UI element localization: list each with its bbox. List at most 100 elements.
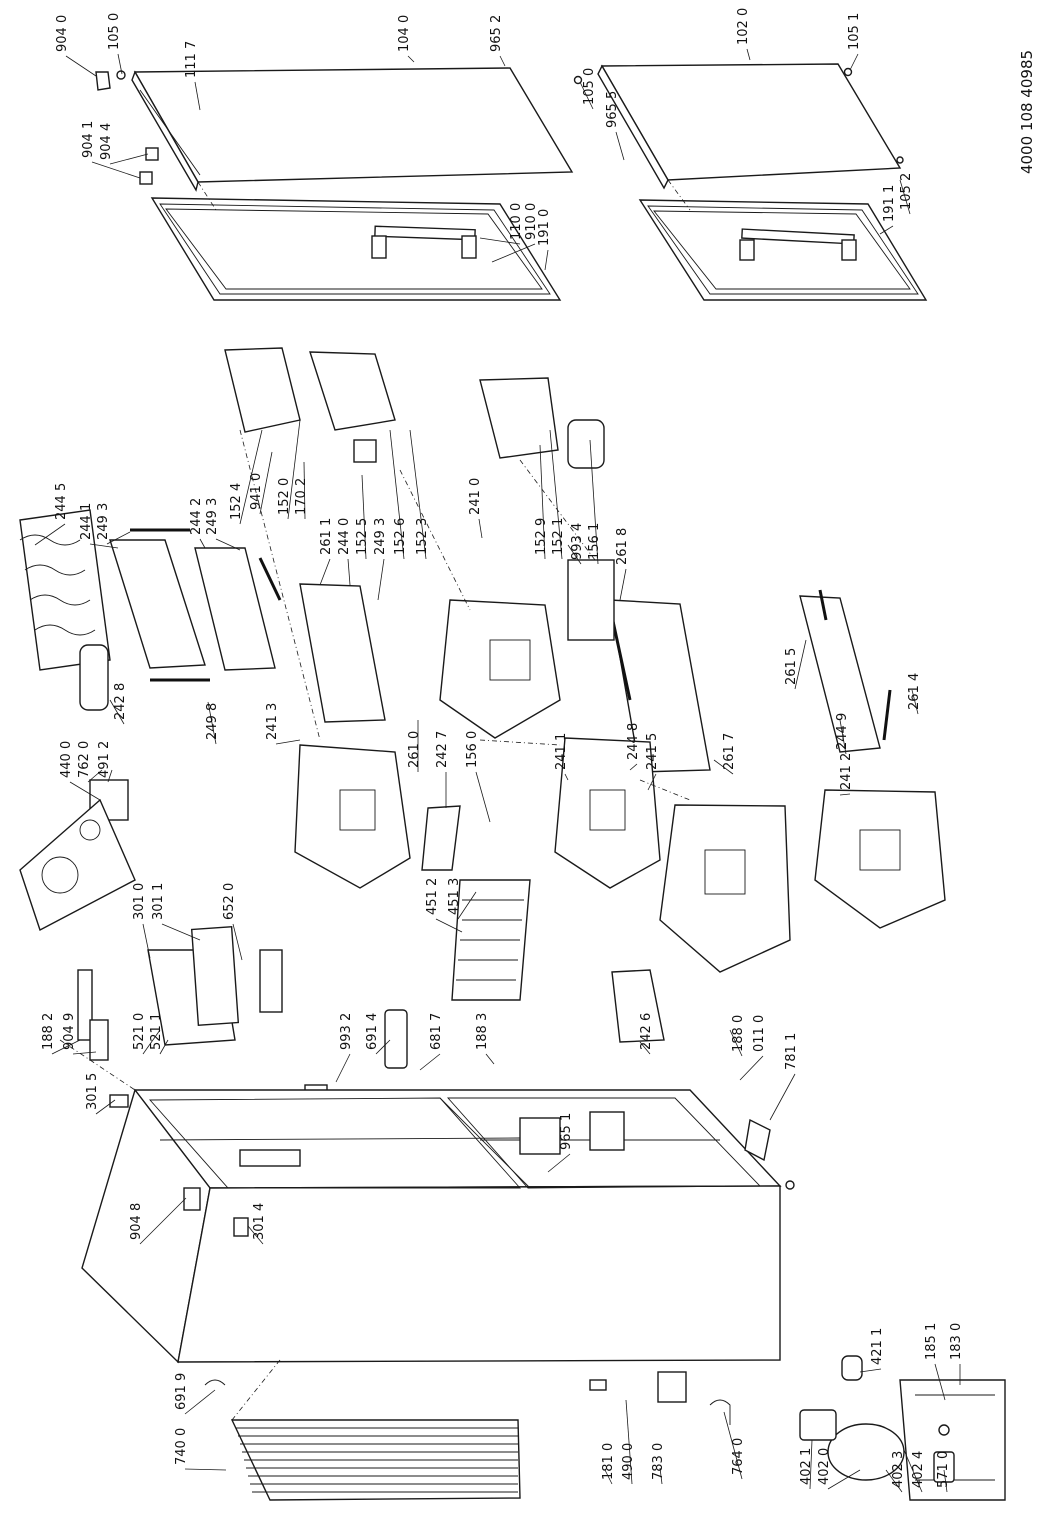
fridge-door-outer bbox=[131, 67, 574, 192]
leader-line bbox=[547, 1153, 571, 1173]
leader-line bbox=[409, 429, 427, 560]
leader-line bbox=[729, 1029, 743, 1057]
part-number-label: 249 3 bbox=[373, 518, 388, 555]
leader-line bbox=[839, 719, 847, 755]
leader-line bbox=[161, 923, 201, 941]
bottom-small-parts bbox=[204, 1371, 731, 1425]
cabinet-body bbox=[81, 1088, 782, 1364]
part-number-label: 904 4 bbox=[99, 123, 114, 160]
part-number-label: 152 5 bbox=[355, 518, 370, 555]
leader-line bbox=[769, 1073, 796, 1121]
leader-line bbox=[419, 1053, 441, 1071]
part-number-label: 191 0 bbox=[537, 209, 552, 246]
leader-line bbox=[479, 237, 521, 245]
part-number-label: 188 0 bbox=[731, 1015, 746, 1052]
part-number-label: 440 0 bbox=[59, 741, 74, 778]
part-number-label: 681 7 bbox=[429, 1013, 444, 1050]
leader-line bbox=[275, 739, 301, 745]
part-number-label: 152 6 bbox=[393, 518, 408, 555]
part-number-label: 188 3 bbox=[475, 1013, 490, 1050]
leader-line bbox=[723, 1411, 743, 1480]
leader-line bbox=[457, 891, 477, 920]
part-number-label: 402 4 bbox=[911, 1451, 926, 1488]
part-number-label: 740 0 bbox=[174, 1428, 189, 1465]
part-number-label: 261 5 bbox=[784, 648, 799, 685]
leader-line bbox=[746, 48, 751, 61]
leader-line bbox=[435, 918, 463, 933]
part-number-label: 152 9 bbox=[534, 518, 549, 555]
document-number: 4000 108 40985 bbox=[1018, 50, 1036, 174]
leader-line bbox=[491, 243, 536, 263]
leader-line bbox=[259, 451, 273, 515]
part-number-label: 244 5 bbox=[54, 483, 69, 520]
leader-line bbox=[713, 759, 734, 775]
part-number-label: 156 0 bbox=[465, 731, 480, 768]
part-number-label: 993 4 bbox=[570, 523, 585, 560]
leader-line bbox=[207, 701, 217, 745]
leader-line bbox=[911, 689, 919, 715]
part-number-label: 965 1 bbox=[559, 1113, 574, 1150]
leader-line bbox=[903, 1449, 923, 1493]
assembly-lines bbox=[59, 179, 691, 1421]
leader-line bbox=[239, 429, 263, 525]
freezer-door-outer bbox=[597, 63, 902, 190]
part-number-label: 242 6 bbox=[639, 1013, 654, 1050]
leader-line bbox=[159, 1039, 169, 1055]
leader-line bbox=[809, 1439, 813, 1490]
part-number-label: 261 4 bbox=[907, 673, 922, 710]
part-number-label: 301 0 bbox=[132, 883, 147, 920]
leader-line bbox=[539, 444, 546, 560]
part-number-label: 301 4 bbox=[252, 1203, 267, 1240]
leader-line bbox=[629, 763, 638, 771]
part-number-label: 249 8 bbox=[205, 703, 220, 740]
compressor-and-plate bbox=[799, 1355, 1006, 1501]
part-number-label: 241 5 bbox=[645, 733, 660, 770]
part-number-label: 244 1 bbox=[79, 503, 94, 540]
leader-line bbox=[184, 1389, 216, 1415]
leader-line bbox=[361, 474, 367, 560]
part-number-label: 261 7 bbox=[722, 733, 737, 770]
door-bins bbox=[224, 347, 615, 641]
part-number-label: 244 2 bbox=[189, 498, 204, 535]
leader-line bbox=[139, 1197, 187, 1245]
leader-line bbox=[899, 179, 911, 215]
part-number-label: 110 0 bbox=[509, 203, 524, 240]
leader-line bbox=[604, 1469, 613, 1485]
leader-line bbox=[34, 523, 66, 546]
freezer-basket-and-trays bbox=[79, 644, 665, 1043]
leader-line bbox=[579, 81, 594, 110]
part-number-label: 904 0 bbox=[55, 15, 70, 52]
part-number-label: 652 0 bbox=[222, 883, 237, 920]
part-number-label: 011 0 bbox=[752, 1015, 767, 1052]
leader-line bbox=[109, 699, 125, 725]
part-number-label: 241 2 bbox=[839, 753, 854, 790]
leader-line bbox=[659, 1467, 663, 1485]
part-number-label: 993 2 bbox=[339, 1013, 354, 1050]
part-number-label: 301 1 bbox=[151, 883, 166, 920]
part-number-label: 102 0 bbox=[736, 8, 751, 45]
part-number-label: 451 2 bbox=[425, 878, 440, 915]
part-number-label: 904 1 bbox=[81, 121, 96, 158]
leader-line bbox=[615, 131, 625, 161]
part-number-label: 249 3 bbox=[96, 503, 111, 540]
part-number-label: 183 0 bbox=[949, 1323, 964, 1360]
part-number-label: 244 0 bbox=[337, 518, 352, 555]
part-number-label: 691 9 bbox=[174, 1373, 189, 1410]
part-number-label: 185 1 bbox=[924, 1323, 939, 1360]
part-number-label: 152 0 bbox=[277, 478, 292, 515]
leader-line bbox=[943, 1469, 948, 1493]
leader-line bbox=[335, 1053, 351, 1083]
leader-line bbox=[739, 1055, 764, 1081]
fridge-door-inner-liner bbox=[150, 197, 562, 301]
part-number-label: 105 0 bbox=[582, 68, 597, 105]
part-number-label: 451 3 bbox=[447, 878, 462, 915]
part-number-label: 170 2 bbox=[294, 478, 309, 515]
freezer-door-inner-liner bbox=[638, 199, 928, 301]
part-number-label: 941 0 bbox=[249, 473, 264, 510]
leader-line bbox=[934, 1363, 946, 1401]
wine-rack bbox=[19, 509, 111, 671]
part-number-label: 904 8 bbox=[129, 1203, 144, 1240]
leader-line bbox=[287, 419, 301, 520]
leader-line bbox=[647, 773, 657, 791]
part-number-label: 402 1 bbox=[799, 1448, 814, 1485]
